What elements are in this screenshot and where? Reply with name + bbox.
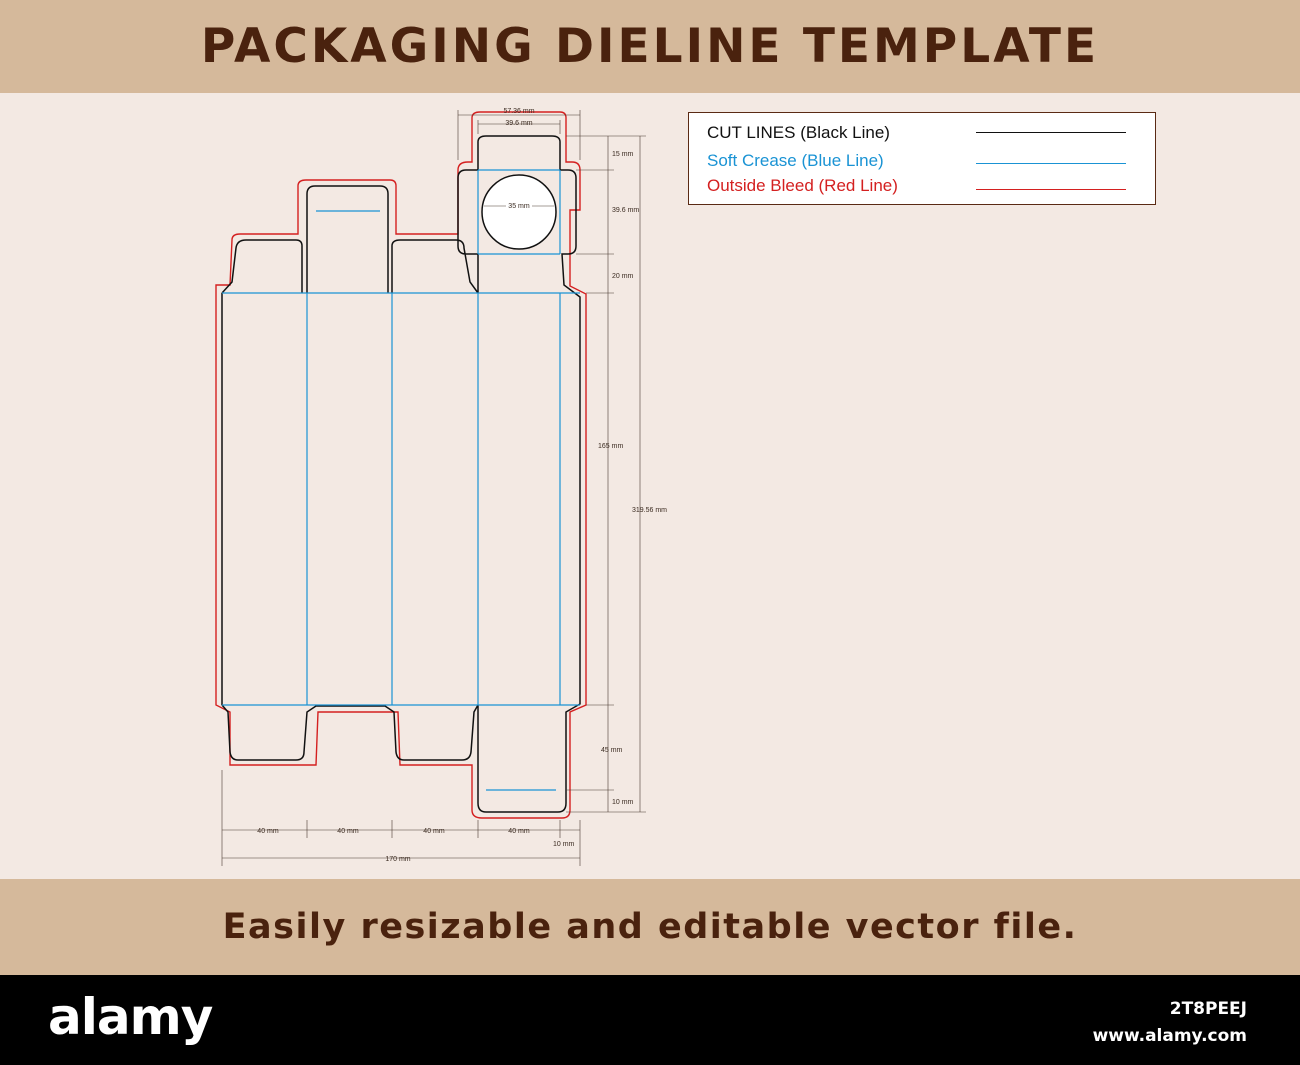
dim-top-outer: 57.36 mm xyxy=(503,108,534,115)
dieline-canvas: 35 mm xyxy=(0,93,1300,879)
legend-crease-label: Soft Crease (Blue Line) xyxy=(707,151,884,170)
dim-panel-1: 40 mm xyxy=(257,828,279,835)
dieline-drawing: 35 mm xyxy=(215,108,667,866)
dim-total-width: 170 mm xyxy=(385,856,410,863)
legend-bleed-swatch xyxy=(976,189,1126,190)
dim-bottom-tab: 10 mm xyxy=(612,799,634,806)
legend-cut-label: CUT LINES (Black Line) xyxy=(707,123,890,142)
footer-text: Easily resizable and editable vector fil… xyxy=(222,907,1078,947)
page-title: PACKAGING DIELINE TEMPLATE xyxy=(200,19,1100,74)
dim-top-inner: 39.6 mm xyxy=(505,120,532,127)
dim-circle: 35 mm xyxy=(508,203,530,210)
dim-lid: 39.6 mm xyxy=(612,207,639,214)
dim-panel-2: 40 mm xyxy=(337,828,359,835)
title-banner: PACKAGING DIELINE TEMPLATE xyxy=(0,0,1300,93)
dim-bottom-flap: 45 mm xyxy=(601,747,623,754)
image-id: 2T8PEEJ xyxy=(1169,999,1247,1019)
dim-panel-4: 40 mm xyxy=(508,828,530,835)
legend-box: CUT LINES (Black Line) Soft Crease (Blue… xyxy=(688,112,1156,205)
dim-flap-20: 20 mm xyxy=(612,273,634,280)
dim-tab-15: 15 mm xyxy=(612,151,634,158)
dim-panel-3: 40 mm xyxy=(423,828,445,835)
dim-body-height: 165 mm xyxy=(598,443,623,450)
stock-url: www.alamy.com xyxy=(1092,1026,1247,1046)
alamy-logo: alamy xyxy=(48,988,213,1046)
dim-total-height: 319.56 mm xyxy=(632,507,667,514)
window-circle xyxy=(481,174,557,250)
cut-outline xyxy=(221,135,581,813)
legend-cut-swatch xyxy=(976,132,1126,133)
crease-lines xyxy=(222,169,580,791)
footer-banner: Easily resizable and editable vector fil… xyxy=(0,879,1300,975)
legend-crease-swatch xyxy=(976,163,1126,164)
dimension-lines xyxy=(221,110,646,866)
dim-glue-flap: 10 mm xyxy=(553,841,575,848)
watermark-bar: alamy 2T8PEEJ www.alamy.com xyxy=(0,975,1300,1065)
legend-bleed-label: Outside Bleed (Red Line) xyxy=(707,176,898,195)
bleed-outline xyxy=(215,111,587,819)
